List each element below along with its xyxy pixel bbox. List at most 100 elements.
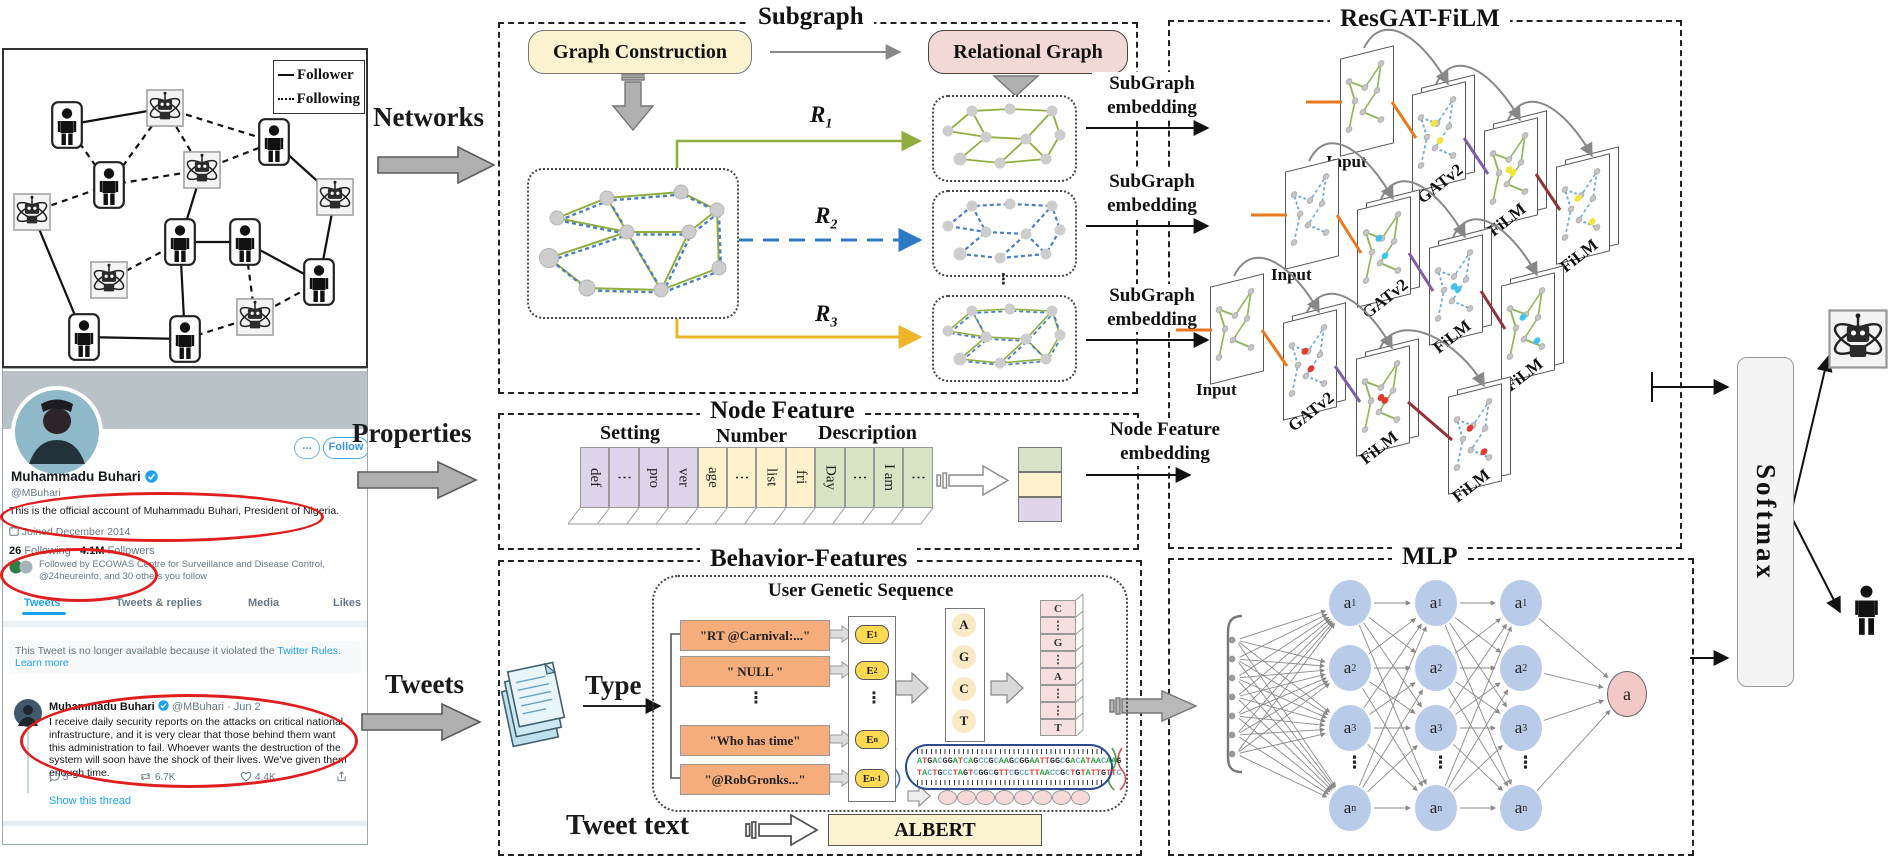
properties-label: Properties [352, 418, 472, 448]
feature-cell: ver [668, 447, 698, 508]
node-feature-title: Node Feature [700, 397, 865, 425]
feature-cell: ⋮ [903, 447, 933, 508]
panel-graph [1290, 172, 1330, 247]
behavior-features-title: Behavior-Features [700, 545, 918, 573]
encoded-cell: ⋮ [1040, 617, 1076, 634]
film-panel [1429, 234, 1483, 346]
subgraph-r2-box [932, 190, 1077, 277]
token-oval [1071, 790, 1090, 805]
mlp-ellipsis: ⋮ [1346, 753, 1363, 773]
panel-graph [1506, 286, 1546, 361]
encoded-cell: T [1040, 719, 1076, 736]
dna-ticks-top [917, 749, 1103, 754]
subgraph-r1-box [932, 95, 1077, 182]
tweet-avatar [14, 699, 42, 727]
following-count: 26 [9, 545, 22, 557]
dna-ticks-bottom [917, 780, 1103, 785]
description-header: Description [818, 422, 917, 444]
twitter-rules-link[interactable]: Twitter Rules. [277, 645, 341, 657]
graph-construction-box: Graph Construction [528, 30, 752, 74]
mixed-graph-box [527, 168, 739, 319]
base-t: T [952, 709, 976, 733]
panel-graph [1561, 167, 1601, 242]
bio-annotation-ellipse [0, 492, 324, 542]
tweets-stack-icon [500, 661, 566, 748]
learn-more-link[interactable]: Learn more [15, 657, 69, 669]
tweet-samples-ellipsis: ⋮ [748, 688, 764, 707]
base-a: A [952, 613, 976, 637]
more-button[interactable]: ... [294, 437, 320, 459]
feature-cell: fri [785, 447, 816, 508]
type-label: Type [585, 670, 642, 700]
tweet-sample-2: " NULL " [680, 656, 830, 687]
subgraph-r1-graph [942, 103, 1066, 169]
token-oval [995, 790, 1014, 805]
panel-graph [1345, 59, 1385, 134]
film-panel [1356, 345, 1410, 457]
base-c: C [952, 677, 976, 701]
encoded-cell: ⋮ [1040, 651, 1076, 668]
embedding-ellipsis: ⋮ [866, 688, 882, 707]
social-network-graph [13, 89, 354, 363]
mixed-relational-graph [539, 184, 727, 298]
followedby-annotation-ellipse [0, 548, 158, 602]
panel-graph [1453, 397, 1493, 472]
relation-r1-label: R1 [810, 102, 833, 132]
input-panel-label: Input [1271, 265, 1312, 284]
resgat-film-title: ResGAT-FiLM [1330, 5, 1510, 33]
tweet-sample-4: "@RobGronks..." [680, 764, 830, 795]
subgraph-r3-graph [942, 303, 1066, 369]
tab-tweets-underline [22, 612, 66, 615]
legend-following-label: Following [296, 91, 360, 107]
tab-likes[interactable]: Likes [333, 597, 362, 609]
encoded-cell: C [1040, 600, 1076, 617]
show-thread-link[interactable]: Show this thread [49, 795, 131, 807]
reply-icon[interactable] [49, 771, 60, 783]
verified-icon [144, 470, 158, 483]
relation-r3-label: R3 [815, 301, 838, 331]
feature-cell: def [580, 447, 610, 508]
token-oval [1033, 790, 1052, 805]
profile-handle: @MBuhari [11, 487, 61, 499]
setting-header: Setting [600, 422, 660, 444]
softmax-label: Softmax [1751, 463, 1781, 581]
film-panel [1501, 272, 1555, 384]
human-output-icon [1855, 585, 1878, 635]
panel-graph [1417, 95, 1457, 170]
share-icon[interactable] [336, 771, 347, 782]
profile-name: Muhammadu Buhari [11, 469, 158, 484]
softmax-box: Softmax [1737, 357, 1794, 687]
input-panel [1285, 158, 1339, 270]
subgraph-r2-graph [942, 198, 1066, 264]
input-panel-label: Input [1196, 380, 1237, 399]
panel-graph [1361, 359, 1401, 434]
tweet-thread-line [27, 731, 29, 793]
bot-output-icon [1828, 309, 1888, 369]
film-panel [1484, 117, 1538, 229]
follow-button[interactable]: Follow [323, 437, 367, 459]
mlp-title: MLP [1392, 543, 1468, 571]
film-panel [1448, 383, 1502, 495]
mlp-ellipsis: ⋮ [1432, 753, 1449, 773]
mlp-ellipsis: ⋮ [1517, 753, 1534, 773]
subgraph-r3-box [932, 295, 1077, 382]
token-oval [1014, 790, 1033, 805]
tab-tweets-replies[interactable]: Tweets & replies [116, 597, 202, 609]
encoded-cell: G [1040, 634, 1076, 651]
follower-line-sample [278, 74, 294, 76]
social-network-panel: Follower Following [2, 48, 368, 368]
tab-media[interactable]: Media [248, 597, 280, 609]
